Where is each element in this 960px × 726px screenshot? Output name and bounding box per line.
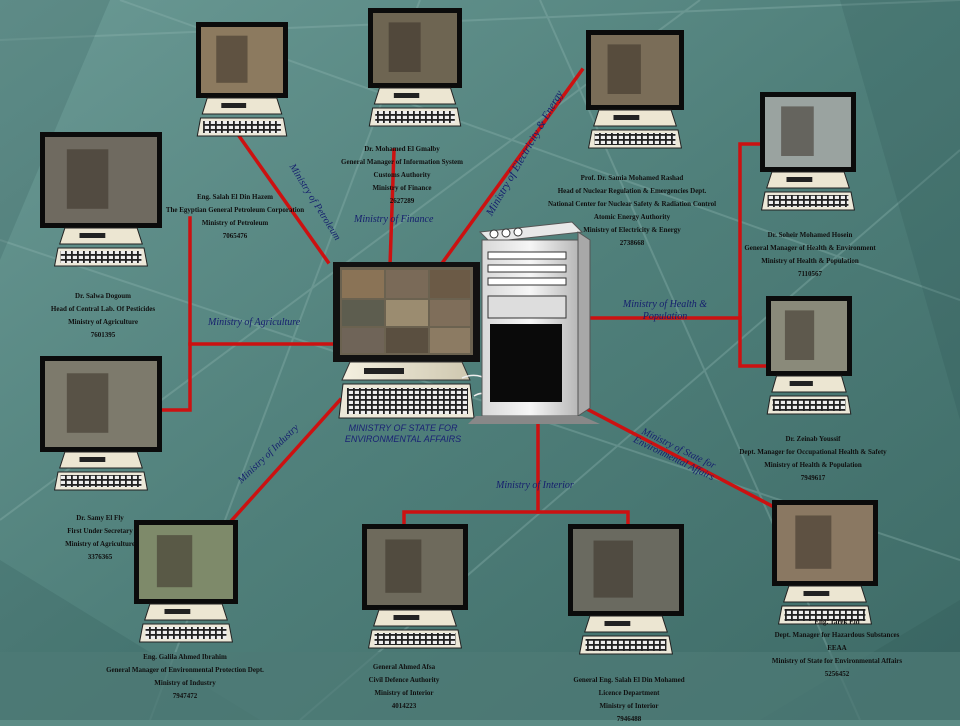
computer-terminal-icon xyxy=(196,22,288,137)
person-title: General Manager of Health & Environment xyxy=(744,243,876,252)
connection-lines xyxy=(158,67,775,532)
terminal-agriculture-1 xyxy=(40,132,162,267)
terminal-petroleum xyxy=(196,22,288,137)
person-card-interior-1: General Ahmed Afsa Civil Defence Authori… xyxy=(354,661,454,713)
computer-terminal-icon xyxy=(368,8,462,127)
bottom-band xyxy=(0,652,960,720)
person-phone: 7947472 xyxy=(172,691,198,700)
terminal-interior-1 xyxy=(362,524,468,649)
terminal-agriculture-2 xyxy=(40,356,162,491)
computer-terminal-icon xyxy=(40,132,162,267)
person-name: General Ahmed Afsa xyxy=(372,663,436,671)
terminals xyxy=(40,8,878,655)
person-card-health-2: Dr. Zeinab Youssif Dept. Manager for Occ… xyxy=(738,433,888,485)
person-card-industry: Eng. Galila Ahmed Ibrahim General Manage… xyxy=(100,651,270,703)
person-org-2: Ministry of State for Environmental Affa… xyxy=(771,656,903,665)
person-phone: 2627289 xyxy=(389,196,415,205)
person-org: Ministry of Interior xyxy=(374,688,434,697)
terminal-env-affairs xyxy=(772,500,878,625)
terminal-health-1 xyxy=(760,92,856,211)
label-ministry-of-interior: Ministry of Interior xyxy=(496,480,574,491)
person-card-interior-2: General Eng. Salah El Din Mohamed Licenc… xyxy=(564,674,694,726)
person-title: Dept. Manager for Occupational Health & … xyxy=(739,447,887,456)
person-title: Dept. Manager for Hazardous Substances xyxy=(774,630,900,639)
computer-terminal-icon xyxy=(134,520,238,643)
person-phone: 7065476 xyxy=(222,231,248,240)
person-org-3: Ministry of Electricity & Energy xyxy=(583,225,681,234)
person-org: National Center for Nuclear Safety & Rad… xyxy=(547,199,717,208)
person-card-electricity: Prof. Dr. Samia Mohamed Rashad Head of N… xyxy=(547,172,717,250)
computer-terminal-icon xyxy=(362,524,468,649)
person-title: Licence Department xyxy=(598,688,660,697)
center-caption-line-1: MINISTRY OF STATE FOR xyxy=(348,423,458,433)
label-ministry-of-agriculture: Ministry of Agriculture xyxy=(208,317,301,328)
person-title: Head of Central Lab. Of Pesticides xyxy=(50,304,156,313)
person-name: General Eng. Salah El Din Mohamed xyxy=(573,676,685,684)
person-name: Dr. Samy El Fly xyxy=(76,514,124,522)
center-caption-line-2: ENVIRONMENTAL AFFAIRS xyxy=(344,433,462,444)
center-caption: MINISTRY OF STATE FOR ENVIRONMENTAL AFFA… xyxy=(318,423,488,445)
terminal-finance xyxy=(368,8,462,127)
person-org: Ministry of Agriculture xyxy=(65,539,135,548)
person-title: Civil Defence Authority xyxy=(368,675,440,684)
person-org: Ministry of Interior xyxy=(599,701,659,710)
person-org: Ministry of Health & Population xyxy=(764,460,862,469)
person-name: Dr. Zeinab Youssif xyxy=(785,435,841,443)
person-name: Eng. Tarek Eid xyxy=(814,618,860,626)
computer-terminal-icon xyxy=(40,356,162,491)
computer-terminal-icon xyxy=(766,296,852,415)
person-org: Ministry of Agriculture xyxy=(68,317,138,326)
terminal-industry xyxy=(134,520,238,643)
person-org: EEAA xyxy=(827,643,847,652)
person-title: First Under Secretary xyxy=(67,526,133,535)
person-org-2: Ministry of Finance xyxy=(372,183,432,192)
person-org: Ministry of Health & Population xyxy=(761,256,859,265)
person-name: Eng. Salah El Din Hazem xyxy=(196,193,274,201)
person-card-finance: Dr. Mohamed El Gmalby General Manager of… xyxy=(332,143,472,208)
central-computer xyxy=(333,262,491,419)
person-org: Customs Authority xyxy=(373,170,431,179)
computer-terminal-icon xyxy=(760,92,856,211)
person-name: Dr. Mohamed El Gmalby xyxy=(364,145,440,153)
server-tower-icon xyxy=(468,221,600,424)
person-phone: 3376365 xyxy=(87,552,113,561)
terminal-health-2 xyxy=(766,296,852,415)
person-name: Dr. Salwa Dogoum xyxy=(75,292,131,300)
person-title: General Manager of Information System xyxy=(341,157,463,166)
person-phone: 4014223 xyxy=(391,701,417,710)
person-card-env-affairs: Eng. Tarek Eid Dept. Manager for Hazardo… xyxy=(752,616,922,681)
person-phone: 7946488 xyxy=(616,714,642,723)
person-org: Ministry of Industry xyxy=(154,678,216,687)
person-name: Prof. Dr. Samia Mohamed Rashad xyxy=(580,174,684,182)
person-card-agriculture-1: Dr. Salwa Dogoum Head of Central Lab. Of… xyxy=(38,290,168,342)
photo-collage xyxy=(342,270,470,353)
label-ministry-of-finance: Ministry of Finance xyxy=(354,214,434,225)
person-title: The Egyptian General Petroleum Corporati… xyxy=(165,205,305,214)
person-phone: 7110567 xyxy=(797,269,823,278)
person-org: Ministry of Petroleum xyxy=(201,218,269,227)
person-phone: 2738668 xyxy=(619,238,645,247)
computer-terminal-icon xyxy=(586,30,684,149)
person-title: General Manager of Environmental Protect… xyxy=(106,665,264,674)
terminal-interior-2 xyxy=(568,524,684,655)
person-name: Eng. Galila Ahmed Ibrahim xyxy=(143,653,227,661)
computer-terminal-icon xyxy=(568,524,684,655)
person-phone: 7601395 xyxy=(90,330,116,339)
person-card-health-1: Dr. Soheir Mohamed Hosein General Manage… xyxy=(740,229,880,281)
person-title: Head of Nuclear Regulation & Emergencies… xyxy=(557,186,707,195)
person-card-agriculture-2: Dr. Samy El Fly First Under Secretary Mi… xyxy=(50,512,150,564)
person-name: Dr. Soheir Mohamed Hosein xyxy=(767,231,853,239)
label-ministry-of-health-population: Ministry of Health & Population xyxy=(622,299,708,322)
person-org-2: Atomic Energy Authority xyxy=(593,212,671,221)
terminal-electricity xyxy=(586,30,684,149)
person-phone: 7949617 xyxy=(800,473,826,482)
person-phone: 5256452 xyxy=(824,669,850,678)
person-card-petroleum: Eng. Salah El Din Hazem The Egyptian Gen… xyxy=(160,191,310,243)
computer-terminal-icon xyxy=(772,500,878,625)
